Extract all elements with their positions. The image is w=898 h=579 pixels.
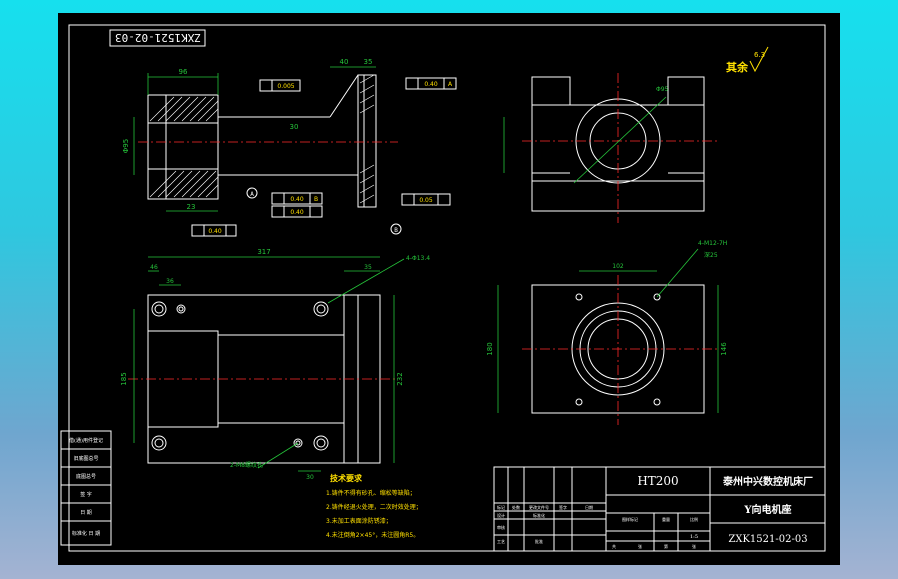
dims-top-view: 317 46 36 35 30 185 232 4-Φ13.4 2-M8螺纹孔 [120, 248, 430, 481]
svg-text:第: 第 [664, 543, 668, 549]
svg-text:技术要求: 技术要求 [330, 473, 363, 483]
title-block: 标记 处数 更改文件号 签字 日期 设计 标准化 审核 工艺 批准 图样标记 重… [493, 466, 826, 552]
svg-text:4-M12-7H: 4-M12-7H [698, 240, 727, 247]
svg-text:Φ95: Φ95 [656, 86, 669, 93]
svg-text:其余: 其余 [726, 60, 749, 74]
svg-text:Φ95: Φ95 [122, 139, 130, 153]
svg-text:深25: 深25 [704, 251, 718, 259]
svg-text:标准化 日 期: 标准化 日 期 [72, 530, 100, 537]
svg-text:232: 232 [396, 372, 404, 385]
svg-text:张: 张 [692, 543, 696, 549]
svg-text:30: 30 [306, 474, 314, 481]
tech-requirements: 技术要求 1.铸件不得有砂孔、缩松等缺陷； 2.铸件经退火处理，二次时效处理； … [326, 473, 422, 539]
svg-text:批准: 批准 [535, 538, 543, 544]
left-record-block: 借(通)用件登记 旧底图总号 底图总号 签 字 日 期 标准化 日 期 [60, 430, 112, 546]
svg-text:317: 317 [257, 248, 270, 256]
svg-text:4-Φ13.4: 4-Φ13.4 [406, 255, 430, 262]
svg-text:设计: 设计 [497, 512, 505, 518]
svg-text:1.铸件不得有砂孔、缩松等缺陷；: 1.铸件不得有砂孔、缩松等缺陷； [326, 489, 416, 497]
svg-text:40: 40 [340, 58, 349, 66]
svg-text:30: 30 [290, 123, 299, 131]
inner-frame [68, 24, 826, 552]
svg-text:标记: 标记 [497, 504, 505, 510]
svg-text:旧底图总号: 旧底图总号 [73, 455, 98, 462]
svg-text:B: B [394, 227, 398, 234]
svg-text:A: A [250, 191, 254, 198]
svg-text:0.40: 0.40 [290, 209, 304, 216]
svg-text:标准化: 标准化 [533, 512, 545, 518]
svg-text:B: B [314, 196, 318, 203]
svg-text:比例: 比例 [690, 516, 698, 522]
part-name-text: Y向电机座 [743, 503, 791, 516]
drawing-code-text: ZXK1521-02-03 [728, 534, 807, 545]
svg-text:35: 35 [364, 58, 373, 66]
side-view [522, 275, 718, 425]
svg-text:35: 35 [364, 264, 372, 271]
svg-text:96: 96 [179, 68, 188, 76]
svg-text:185: 185 [120, 372, 128, 385]
code-box [109, 29, 206, 47]
svg-text:A: A [448, 81, 453, 88]
hatch-bottom [147, 168, 219, 200]
svg-text:工艺: 工艺 [497, 539, 505, 544]
svg-text:146: 146 [720, 342, 728, 356]
svg-text:处数: 处数 [512, 504, 520, 510]
svg-text:签字: 签字 [559, 504, 567, 510]
svg-text:36: 36 [166, 278, 174, 285]
svg-text:日期: 日期 [585, 504, 593, 510]
dims-side-view: 102 180 146 4-M12-7H 深25 [486, 240, 728, 413]
company-text: 泰州中兴数控机床厂 [722, 475, 813, 488]
svg-text:底图总号: 底图总号 [76, 473, 96, 480]
svg-text:180: 180 [486, 342, 494, 355]
svg-text:重量: 重量 [662, 516, 670, 522]
svg-text:4.未注倒角2×45°，未注圆角R5。: 4.未注倒角2×45°，未注圆角R5。 [326, 531, 419, 539]
drawing-sheet: ZXK1521-02-03 [58, 13, 840, 565]
hatch-top [147, 94, 219, 124]
svg-text:签 字: 签 字 [80, 491, 92, 498]
svg-text:共: 共 [612, 543, 616, 549]
svg-text:2.铸件经退火处理，二次时效处理；: 2.铸件经退火处理，二次时效处理； [326, 503, 422, 511]
svg-text:0.005: 0.005 [277, 83, 294, 90]
svg-text:0.40: 0.40 [208, 228, 222, 235]
section-view [138, 74, 398, 208]
svg-text:0.40: 0.40 [424, 81, 438, 88]
svg-text:更改文件号: 更改文件号 [529, 504, 549, 510]
svg-text:审核: 审核 [497, 524, 505, 530]
top-view [128, 294, 398, 464]
svg-text:46: 46 [150, 264, 158, 271]
roughness-note: 其余 6.3 [726, 46, 769, 74]
svg-text:日 期: 日 期 [80, 510, 92, 516]
svg-text:3.未加工表面涂防锈漆；: 3.未加工表面涂防锈漆； [326, 517, 392, 525]
svg-text:1:5: 1:5 [690, 534, 698, 540]
cad-drawing: ZXK1521-02-03 [60, 24, 826, 552]
svg-text:张: 张 [638, 543, 642, 549]
front-view: Φ95 [503, 73, 718, 223]
svg-text:23: 23 [187, 203, 196, 211]
svg-text:0.40: 0.40 [290, 196, 304, 203]
svg-text:0.05: 0.05 [419, 197, 433, 204]
svg-text:2-M8螺纹孔: 2-M8螺纹孔 [230, 461, 263, 469]
svg-text:借(通)用件登记: 借(通)用件登记 [69, 437, 103, 444]
svg-text:图样标记: 图样标记 [622, 516, 638, 522]
mirrored-code: ZXK1521-02-03 [115, 31, 201, 44]
material-text: HT200 [637, 474, 678, 488]
dims-section: 96 40 35 23 30 Φ95 0.005 0.40 A 0.40 B 0… [122, 58, 457, 237]
svg-text:6.3: 6.3 [754, 51, 765, 59]
svg-text:102: 102 [612, 263, 624, 270]
